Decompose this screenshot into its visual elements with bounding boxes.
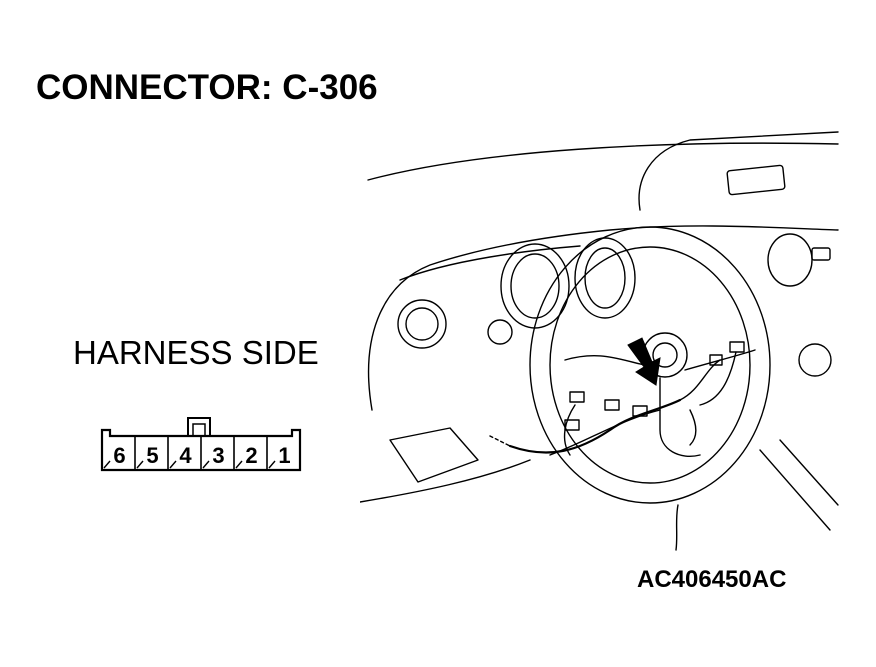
harness-side-label: HARNESS SIDE [73,334,319,371]
connector-block-6 [709,354,723,366]
column-line [675,504,679,551]
pin-number-5: 5 [146,443,158,468]
gauge-right [574,237,636,319]
wire-dashed-end [489,435,511,447]
connector-block-5 [729,341,745,353]
lower-trim [389,427,479,483]
dashboard-top [367,225,839,411]
pin-tick [169,460,177,469]
small-gauge [487,319,513,345]
right-spoke [684,349,756,371]
pin-number-2: 2 [245,443,257,468]
harness-wire-5 [689,409,697,446]
connector-block-1 [569,391,585,403]
column-cover-line-2 [759,449,831,531]
column-cover-line [779,439,839,506]
gauge-left-inner [510,253,560,319]
indicator-arrow [627,337,661,386]
pin-number-6: 6 [113,443,125,468]
pin-tick [103,460,111,469]
steering-hub-center [652,342,678,368]
display-panel [726,164,786,196]
harness-wire-3 [563,404,576,456]
gauge-right-inner [584,247,626,309]
harness-wire-4 [679,359,721,401]
right-vent [767,233,813,287]
connector-latch-inner [192,423,206,437]
left-vent-inner [405,307,439,341]
steering-wheel-rim [529,226,771,504]
upper-panel [638,131,839,211]
pin-tick [202,460,210,469]
pin-number-3: 3 [212,443,224,468]
harness-wire-6 [699,351,737,406]
steering-wheel-illustration [360,131,839,551]
pin-tick [136,460,144,469]
connector-title: CONNECTOR: C-306 [36,68,378,107]
harness-wire-1 [508,398,682,454]
pin-tick [235,460,243,469]
left-spoke [564,355,646,366]
connector-block-4 [564,419,580,431]
right-switch [811,247,831,261]
windshield-line [367,142,839,181]
steering-wheel-rim-inner [549,246,751,484]
dashboard-contour [399,245,581,281]
figure-id: AC406450AC [637,566,787,593]
pin-tick [268,460,276,469]
lower-dash-line [360,459,531,503]
harness-wire-2 [549,409,661,456]
left-vent-outer [397,299,447,349]
center-vent [798,343,832,377]
connector-block-2 [604,399,620,411]
pin-number-4: 4 [179,443,192,468]
pin-number-1: 1 [278,443,290,468]
lower-spoke [659,377,701,457]
